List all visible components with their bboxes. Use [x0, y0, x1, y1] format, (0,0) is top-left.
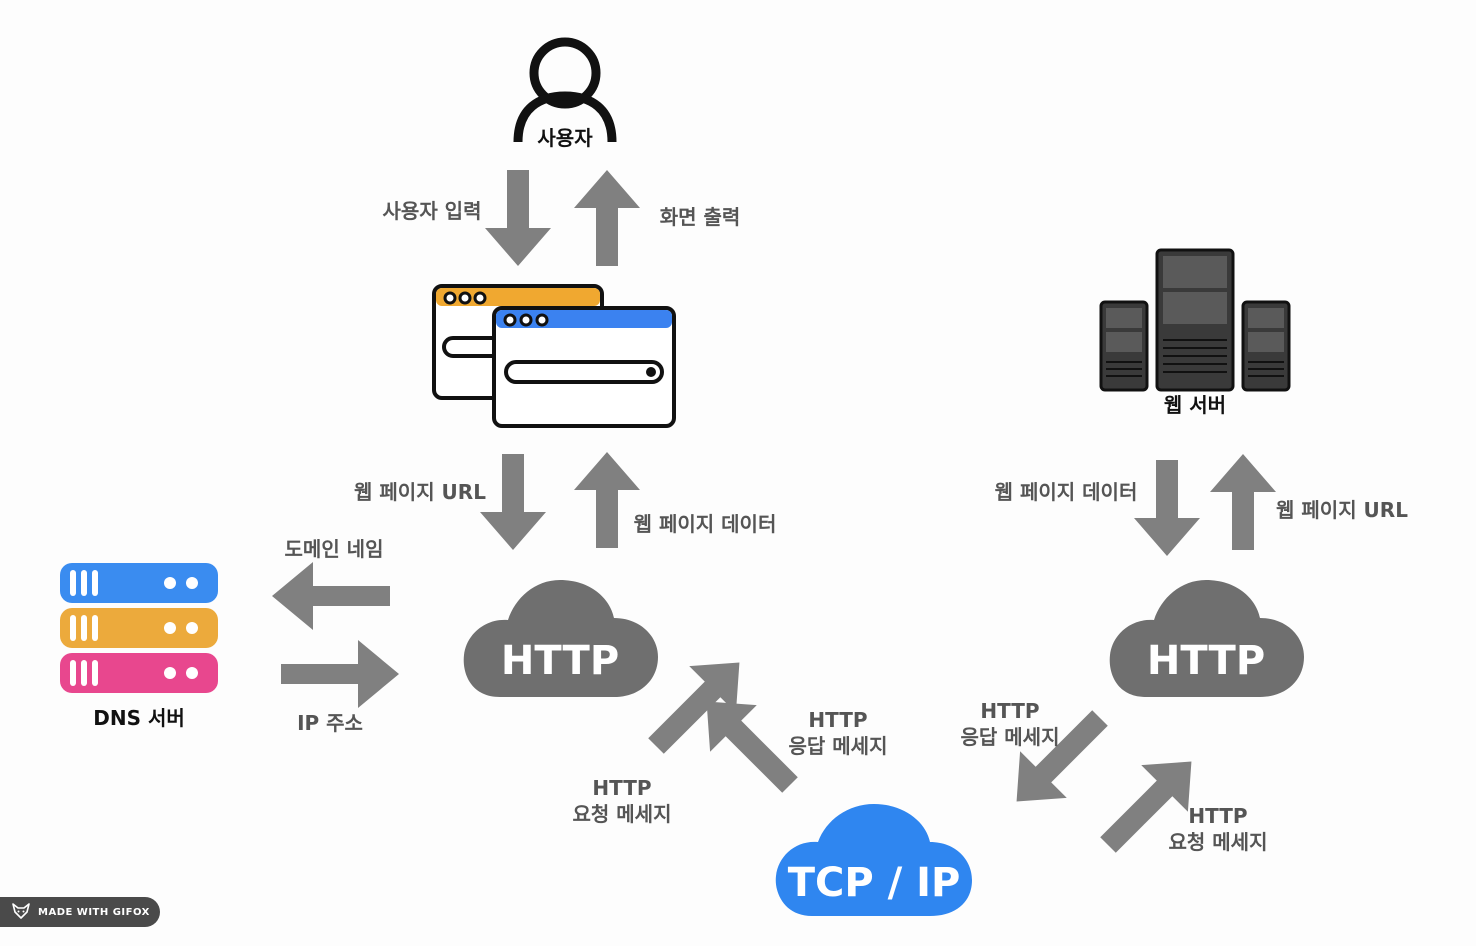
webpage-data-label-left: 웹 페이지 데이터 [634, 512, 777, 536]
web-server-label: 웹 서버 [1164, 393, 1226, 417]
webpage-data-arrow-left [574, 452, 640, 548]
http-request-left-label-2: 요청 메세지 [573, 802, 672, 826]
web-server-icon [1099, 248, 1291, 392]
webpage-data-label-right: 웹 페이지 데이터 [995, 480, 1138, 504]
domain-name-label: 도메인 네임 [285, 537, 384, 561]
webpage-url-label-right: 웹 페이지 URL [1276, 498, 1408, 522]
tcp-ip-cloud-label: TCP / IP [788, 860, 961, 906]
http-response-arrow-left [706, 701, 798, 793]
domain-name-arrow [272, 562, 390, 630]
watermark-text: MADE WITH GIFOX [38, 906, 150, 918]
webpage-url-arrow-right [1210, 454, 1276, 550]
http-response-left-label-2: 응답 메세지 [789, 734, 888, 758]
dns-server-label: DNS 서버 [93, 706, 185, 730]
http-cloud-left-label: HTTP [501, 638, 619, 684]
browser-icon [432, 284, 676, 428]
http-cloud-left [463, 580, 658, 697]
screen-output-arrow [574, 170, 640, 266]
http-cloud-right-label: HTTP [1147, 638, 1265, 684]
http-request-arrow-left [648, 662, 740, 754]
http-request-arrow-right [1100, 761, 1192, 853]
user-icon [513, 37, 617, 143]
tcp-ip-cloud [775, 804, 972, 916]
user-input-label: 사용자 입력 [383, 199, 482, 223]
gifox-watermark: MADE WITH GIFOX [0, 897, 160, 927]
fox-icon [12, 902, 30, 922]
http-cloud-right [1109, 580, 1304, 697]
http-response-right-label-2: 응답 메세지 [961, 725, 1060, 749]
http-response-right-label-1: HTTP [980, 699, 1039, 723]
webpage-url-label-left: 웹 페이지 URL [354, 480, 486, 504]
user-input-arrow [485, 170, 551, 266]
screen-output-label: 화면 출력 [660, 205, 741, 229]
ip-address-label: IP 주소 [297, 711, 363, 735]
http-request-right-label-2: 요청 메세지 [1169, 830, 1268, 854]
ip-address-arrow [281, 640, 399, 708]
user-label: 사용자 [537, 126, 593, 150]
http-response-arrow-right [1016, 710, 1108, 802]
dns-server-icon [60, 563, 218, 693]
webpage-url-arrow-left [480, 454, 546, 550]
webpage-data-arrow-right [1134, 460, 1200, 556]
http-request-left-label-1: HTTP [592, 776, 651, 800]
http-response-left-label-1: HTTP [808, 708, 867, 732]
http-request-right-label-1: HTTP [1188, 804, 1247, 828]
